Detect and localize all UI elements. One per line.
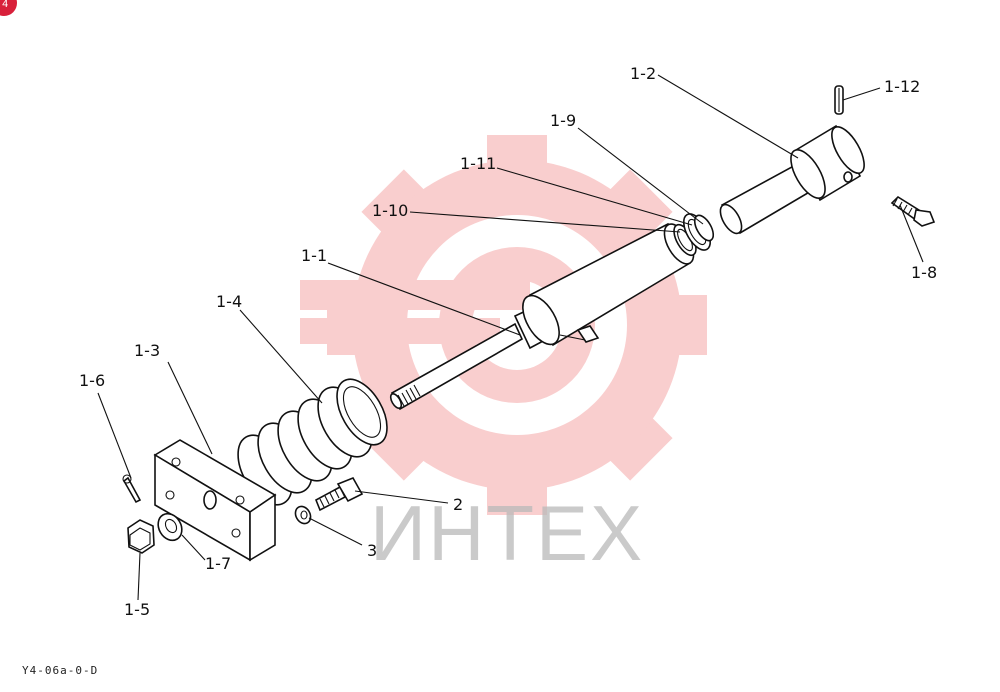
label-1-10: 1-10 — [372, 201, 408, 220]
part-1-5-nut — [127, 519, 155, 554]
label-1-5: 1-5 — [124, 600, 150, 619]
label-1-8: 1-8 — [911, 263, 937, 282]
part-2-bolt — [314, 476, 364, 512]
label-1-1: 1-1 — [301, 246, 327, 265]
watermark-logo — [300, 135, 707, 515]
label-1-7: 1-7 — [205, 554, 231, 573]
part-1-4-spring — [237, 378, 388, 506]
label-1-3: 1-3 — [134, 341, 160, 360]
part-1-8-fitting — [890, 195, 936, 227]
part-1-2-pin — [719, 124, 865, 235]
part-1-3-plate — [153, 439, 277, 562]
label-1-9: 1-9 — [550, 111, 576, 130]
corner-badge: 4 — [0, 0, 17, 16]
label-1-12: 1-12 — [884, 77, 920, 96]
label-1-11: 1-11 — [460, 154, 496, 173]
footer-code: Y4-06a-0-D — [22, 664, 99, 677]
label-3: 3 — [367, 541, 377, 560]
corner-badge-text: 4 — [2, 0, 8, 10]
label-2: 2 — [453, 495, 463, 514]
leader-lines — [97, 74, 924, 601]
part-1-6-cotter-pin — [122, 474, 142, 504]
label-1-4: 1-4 — [216, 292, 242, 311]
part-1-12-roll-pin — [834, 85, 844, 115]
watermark-text: ИНТЕХ — [370, 489, 644, 577]
label-1-2: 1-2 — [630, 64, 656, 83]
label-1-6: 1-6 — [79, 371, 105, 390]
part-1-7-washer — [157, 512, 183, 542]
part-3-washer — [294, 505, 312, 525]
